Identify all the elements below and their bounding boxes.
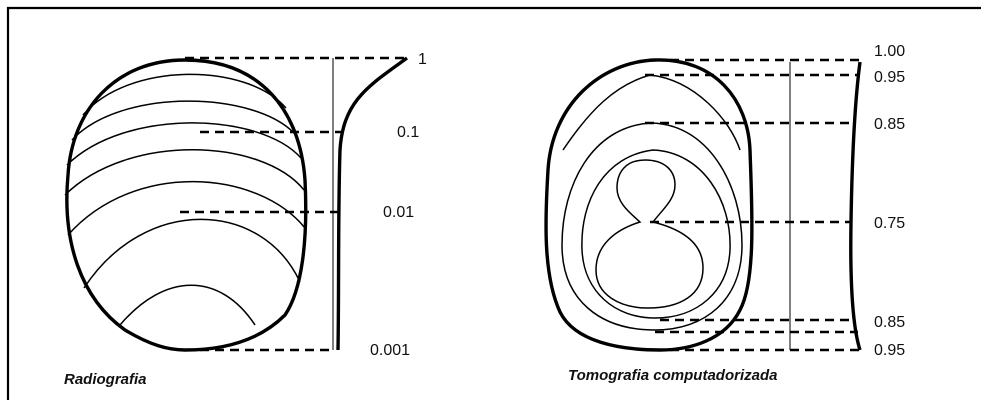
radiografia-contour-3 [66,122,302,166]
radiografia-contour-2 [71,100,297,141]
tomografia-label-0.85-top: 0.85 [874,116,905,133]
tomografia-dashed-lines [645,58,863,352]
tomografia-label-0.75: 0.75 [874,215,905,232]
radiografia-contour-5 [67,180,306,236]
tomografia-profile-curve [849,61,862,351]
tomografia-label-1.00: 1.00 [874,43,905,60]
radiografia-profile-curve [336,56,409,351]
radiografia-contour-6 [83,218,301,289]
radiografia-outline [65,58,308,352]
radiografia-caption: Radiografia [64,371,147,388]
tomografia-label-0.85-bottom: 0.85 [874,314,905,331]
radiografia-dashed-lines [180,56,405,352]
tomografia-panel: 1.00 0.95 0.85 0.75 0.85 0.95 Tomografia… [544,43,905,384]
radiografia-label-0.001: 0.001 [370,342,410,359]
radiografia-contour-7 [119,284,256,326]
tomografia-label-0.95-bottom: 0.95 [874,342,905,359]
radiografia-contour-1 [82,73,287,116]
tomografia-outline [544,58,754,352]
radiografia-label-0.01: 0.01 [383,204,414,221]
radiografia-contour-4 [64,149,305,196]
tomografia-contour-085 [561,122,743,331]
frame-border [6,6,981,400]
tomografia-caption: Tomografia computadorizada [568,367,777,384]
tomografia-contour-075 [595,159,704,309]
radiografia-label-0.1: 0.1 [397,124,419,141]
tomografia-label-0.95-top: 0.95 [874,69,905,86]
tomografia-contour-inner [581,149,731,319]
radiografia-label-1: 1 [418,51,427,68]
radiografia-panel: 1 0.1 0.01 0.001 Radiografia [64,51,427,388]
